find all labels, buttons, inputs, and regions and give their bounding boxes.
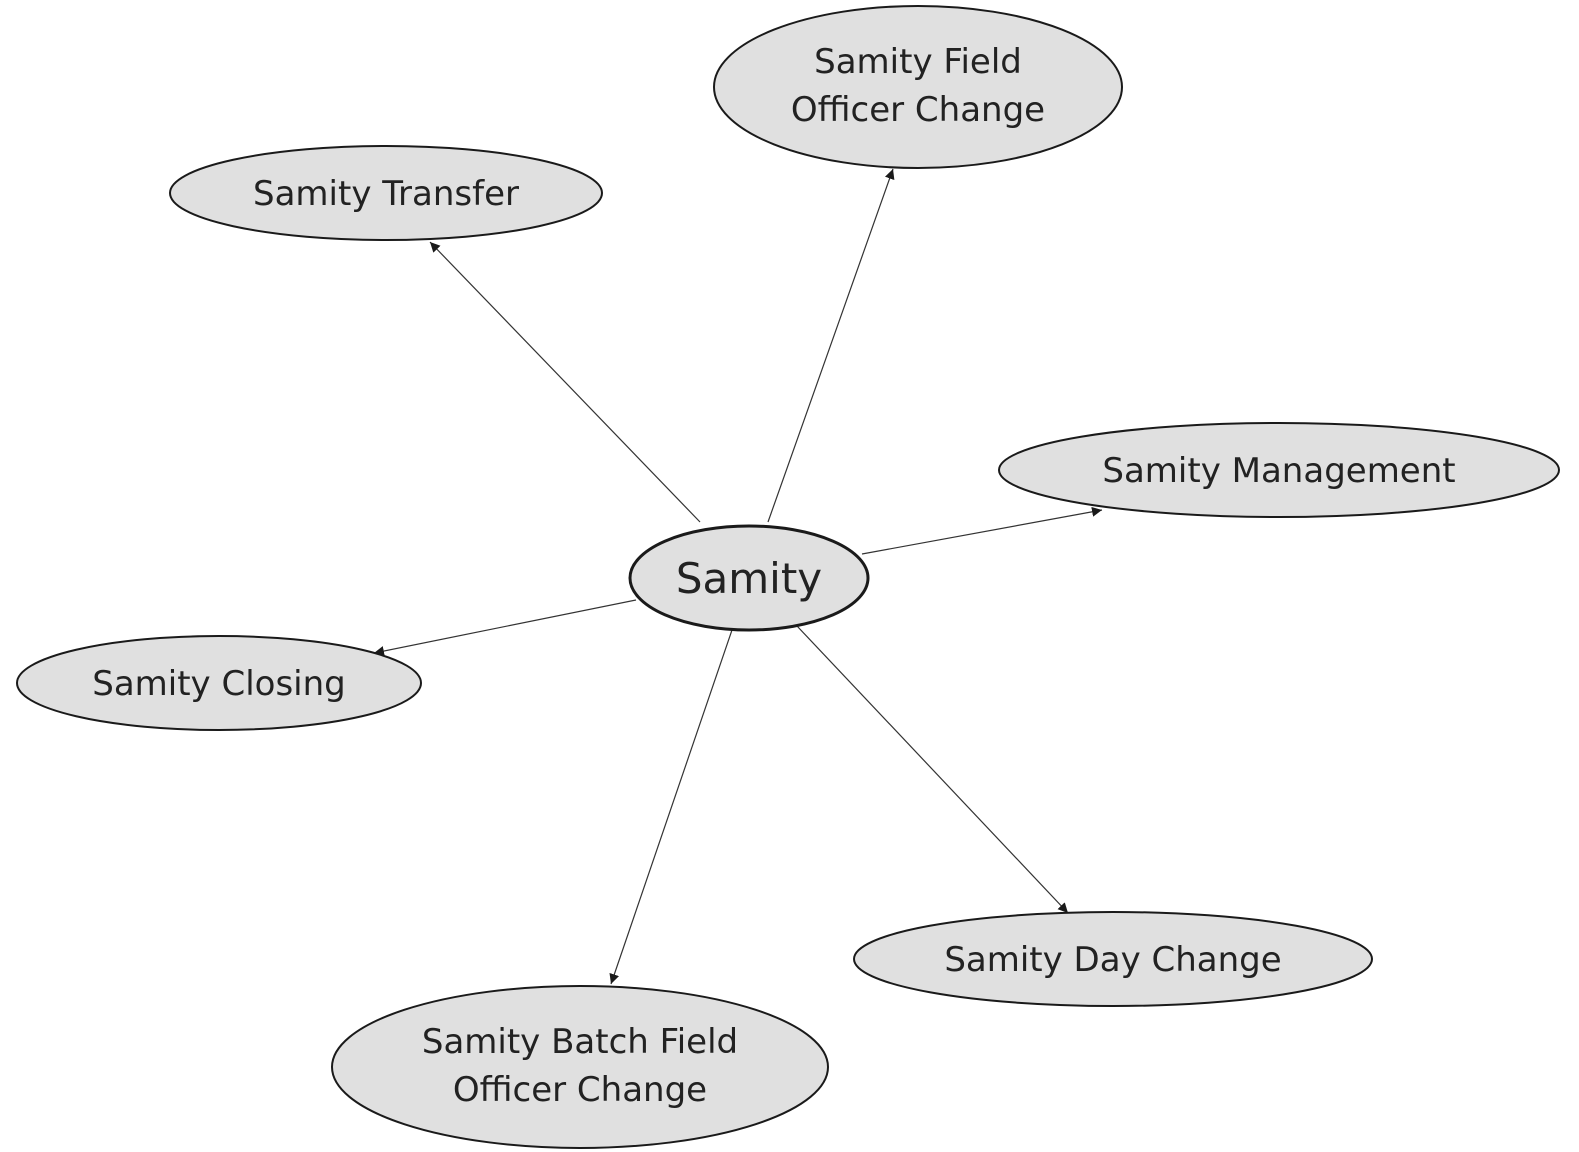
edge-to-samity-batch-field-officer-change [609,629,733,985]
edge-to-samity-closing [373,599,637,656]
edges [373,168,1103,985]
node-samity-closing-shape [16,635,422,731]
node-samity-transfer: Samity Transfer [169,145,603,241]
node-samity-day-change-shape [853,911,1373,1007]
node-samity-management-label: Samity Management [1102,451,1455,491]
node-samity-batch-field-officer-change-label-line-1: Samity Batch Field [422,1022,738,1062]
node-samity-label: Samity [676,554,822,603]
node-samity-closing-label: Samity Closing [92,664,346,704]
edge-to-samity-management [861,506,1103,555]
node-samity-batch-field-officer-change: Samity Batch Field Officer Change [331,985,829,1149]
node-samity-management-shape [998,422,1560,518]
node-samity-closing: Samity Closing [16,635,422,731]
node-samity-field-officer-change-label-line-2: Officer Change [791,90,1045,130]
edge-to-samity-field-officer-change [767,168,895,523]
node-samity-field-officer-change-label-line-1: Samity Field [814,42,1022,82]
node-samity-field-officer-change: Samity Field Officer Change [713,5,1123,169]
node-samity-batch-field-officer-change-label-line-2: Officer Change [453,1070,707,1110]
node-samity-field-officer-change-shape [713,5,1123,169]
node-samity-batch-field-officer-change-shape [331,985,829,1149]
node-samity: Samity [628,524,870,632]
node-samity-day-change: Samity Day Change [853,911,1373,1007]
node-samity-shape [628,524,870,632]
node-samity-management: Samity Management [998,422,1560,518]
node-samity-day-change-label: Samity Day Change [944,940,1281,980]
edge-to-samity-transfer [429,241,701,523]
node-samity-transfer-label: Samity Transfer [253,174,519,214]
node-samity-transfer-shape [169,145,603,241]
edge-to-samity-day-change [796,625,1069,914]
